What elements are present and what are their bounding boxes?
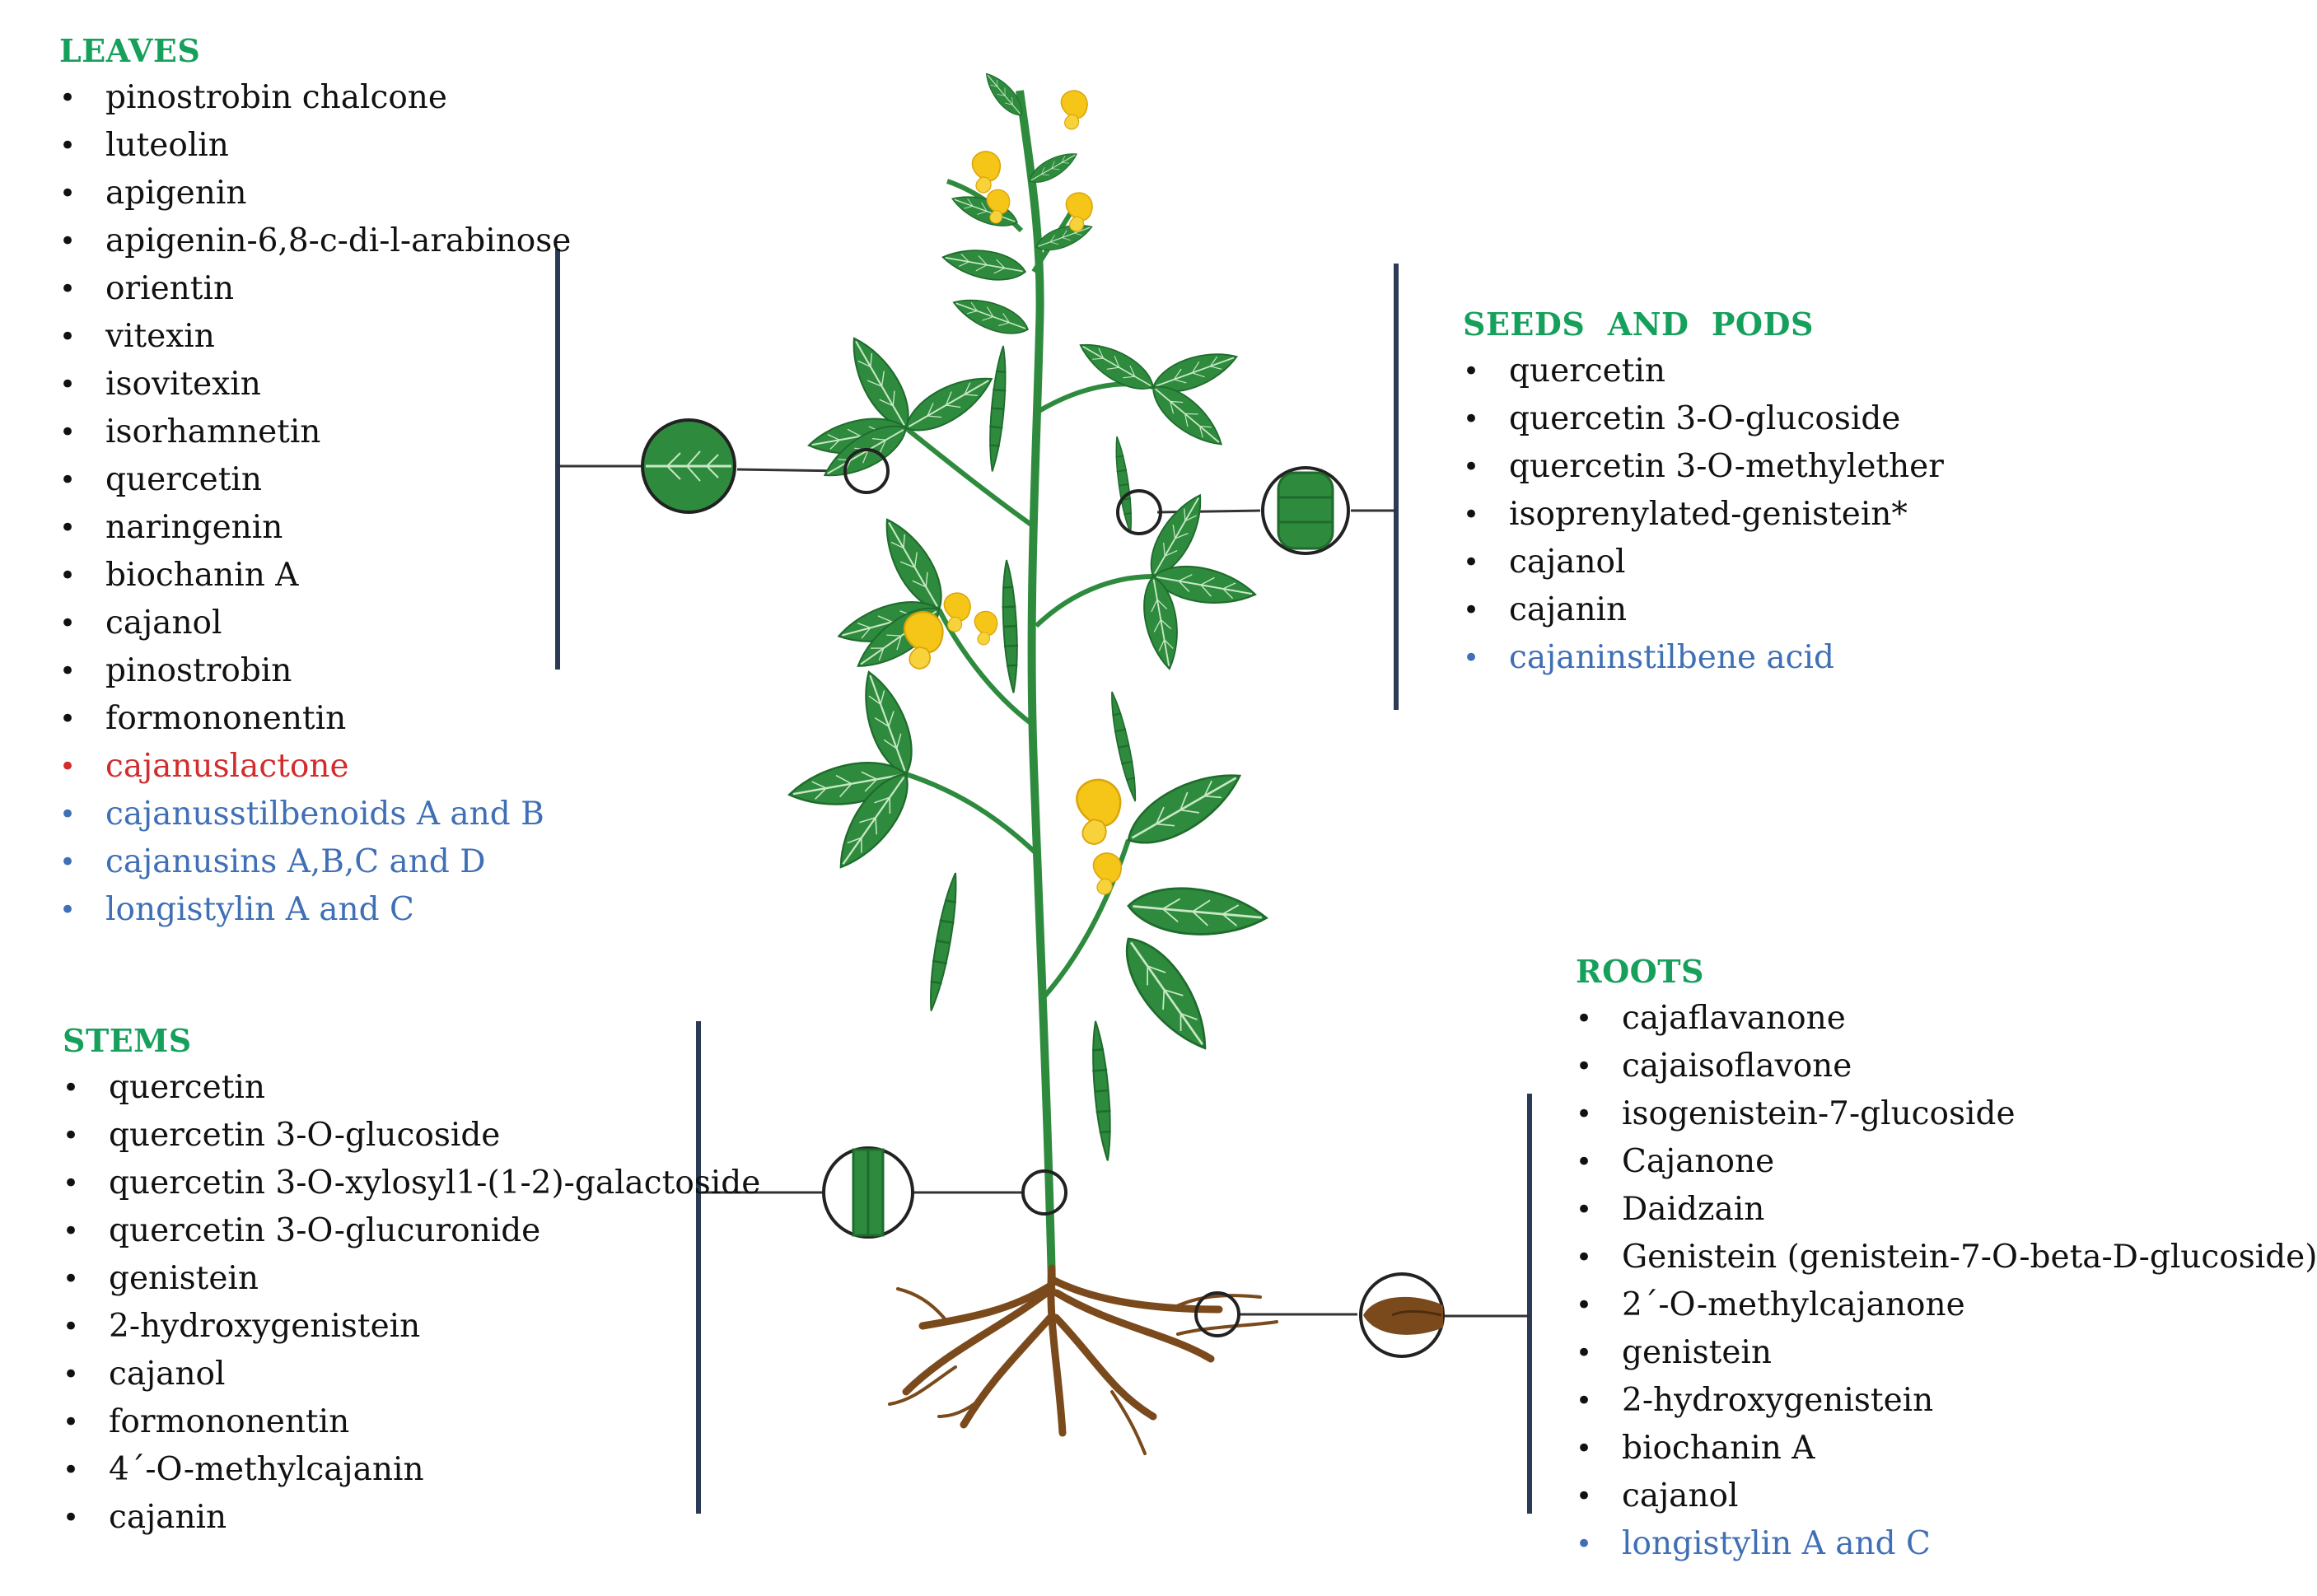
compound-item: quercetin 3-O-xylosyl1-(1-2)-galactoside xyxy=(63,1160,760,1207)
compound-item: Cajanone xyxy=(1576,1138,2317,1186)
seeds-compound-list: quercetinquercetin 3-O-glucosidequerceti… xyxy=(1463,348,1944,682)
stems-compound-list: quercetinquercetin 3-O-glucosidequerceti… xyxy=(63,1064,760,1542)
compound-item: formononentin xyxy=(59,695,571,743)
pod-detail-magnifier xyxy=(1261,466,1350,555)
compound-item: apigenin xyxy=(59,170,571,217)
compound-item: quercetin 3-O-glucuronide xyxy=(63,1207,760,1255)
compound-item: isorhamnetin xyxy=(59,408,571,456)
seeds-pods-heading: SEEDS AND PODS xyxy=(1463,306,1814,343)
compound-item: cajanol xyxy=(1463,539,1944,586)
compound-item: 2-hydroxygenistein xyxy=(63,1303,760,1351)
compound-item: quercetin 3-O-glucoside xyxy=(1463,395,1944,443)
compound-item: cajanuslactone xyxy=(59,743,571,791)
compound-item: quercetin xyxy=(63,1064,760,1112)
leaves-heading: LEAVES xyxy=(59,32,201,69)
compound-item: quercetin xyxy=(59,456,571,504)
compound-item: longistylin A and C xyxy=(59,886,571,934)
compound-item: cajaninstilbene acid xyxy=(1463,634,1944,682)
compound-item: Genistein (genistein-7-O-beta-D-glucosid… xyxy=(1576,1234,2317,1281)
roots-heading: ROOTS xyxy=(1576,953,1705,990)
compound-item: cajanin xyxy=(63,1494,760,1542)
compound-item: cajaflavanone xyxy=(1576,995,2317,1043)
stems-heading: STEMS xyxy=(63,1022,192,1059)
compound-item: formononentin xyxy=(63,1398,760,1446)
leaf-detail-magnifier xyxy=(641,418,736,514)
compound-item: 2´-O-methylcajanone xyxy=(1576,1281,2317,1329)
compound-item: quercetin 3-O-glucoside xyxy=(63,1112,760,1160)
compound-item: cajanol xyxy=(63,1351,760,1398)
compound-item: isovitexin xyxy=(59,361,571,408)
compound-item: longistylin A and C xyxy=(1576,1520,2317,1568)
compound-item: cajanol xyxy=(59,600,571,647)
compound-item: quercetin xyxy=(1463,348,1944,395)
compound-item: biochanin A xyxy=(59,552,571,600)
compound-item: isoprenylated-genistein* xyxy=(1463,491,1944,539)
compound-item: Daidzain xyxy=(1576,1186,2317,1234)
compound-item: biochanin A xyxy=(1576,1425,2317,1472)
compound-item: vitexin xyxy=(59,313,571,361)
compound-item: cajanusstilbenoids A and B xyxy=(59,791,571,838)
leaves-compound-list: pinostrobin chalconeluteolinapigeninapig… xyxy=(59,74,571,934)
compound-item: cajanin xyxy=(1463,586,1944,634)
stem-detail-magnifier xyxy=(822,1146,914,1239)
compound-item: isogenistein-7-glucoside xyxy=(1576,1090,2317,1138)
compound-item: genistein xyxy=(1576,1329,2317,1377)
leaves-panel: LEAVES pinostrobin chalconeluteolinapige… xyxy=(59,32,571,935)
compound-item: naringenin xyxy=(59,504,571,552)
roots-compound-list: cajaflavanonecajaisoflavoneisogenistein-… xyxy=(1576,995,2317,1568)
compound-item: cajaisoflavone xyxy=(1576,1043,2317,1090)
compound-item: 2-hydroxygenistein xyxy=(1576,1377,2317,1425)
compound-item: luteolin xyxy=(59,122,571,170)
compound-item: cajanusins A,B,C and D xyxy=(59,838,571,886)
stems-panel: STEMS quercetinquercetin 3-O-glucosidequ… xyxy=(63,1023,760,1542)
compound-item: quercetin 3-O-methylether xyxy=(1463,443,1944,491)
seeds-pods-panel: SEEDS AND PODS quercetinquercetin 3-O-gl… xyxy=(1463,306,1944,683)
compound-item: 4´-O-methylcajanin xyxy=(63,1446,760,1494)
roots-panel: ROOTS cajaflavanonecajaisoflavoneisogeni… xyxy=(1576,953,2317,1569)
compound-item: pinostrobin chalcone xyxy=(59,74,571,122)
compound-item: pinostrobin xyxy=(59,647,571,695)
compound-item: apigenin-6,8-c-di-l-arabinose xyxy=(59,217,571,265)
compound-item: genistein xyxy=(63,1255,760,1303)
root-detail-magnifier xyxy=(1359,1272,1445,1358)
compound-item: orientin xyxy=(59,265,571,313)
compound-item: cajanol xyxy=(1576,1472,2317,1520)
